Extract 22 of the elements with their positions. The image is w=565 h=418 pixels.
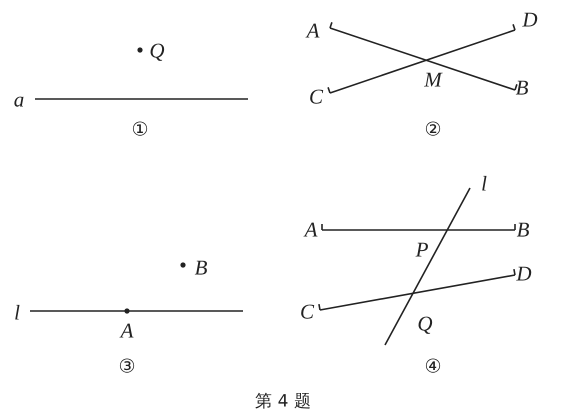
point-label: C — [309, 86, 323, 108]
point-label: B — [194, 258, 208, 278]
point-label: l — [14, 302, 20, 324]
point-label: P — [416, 240, 428, 260]
point-label: A — [120, 320, 134, 342]
point-label: C — [300, 302, 314, 322]
point-label: Q — [149, 40, 165, 62]
figure-number: ③ — [118, 358, 136, 376]
point-label: Q — [417, 314, 433, 334]
point-label: A — [304, 220, 318, 240]
point-label: M — [424, 70, 442, 90]
figure-number: ② — [424, 120, 442, 140]
figure-number: ④ — [424, 358, 442, 376]
figure-number: ① — [131, 120, 149, 140]
caption: 第 4 题 — [255, 390, 311, 412]
point-label: B — [516, 220, 530, 240]
point-label: B — [516, 78, 528, 98]
point-label: D — [522, 10, 538, 30]
point-label: D — [516, 264, 532, 284]
point-label: A — [306, 20, 320, 42]
point-label: a — [14, 90, 24, 110]
point-label: l — [481, 174, 487, 194]
